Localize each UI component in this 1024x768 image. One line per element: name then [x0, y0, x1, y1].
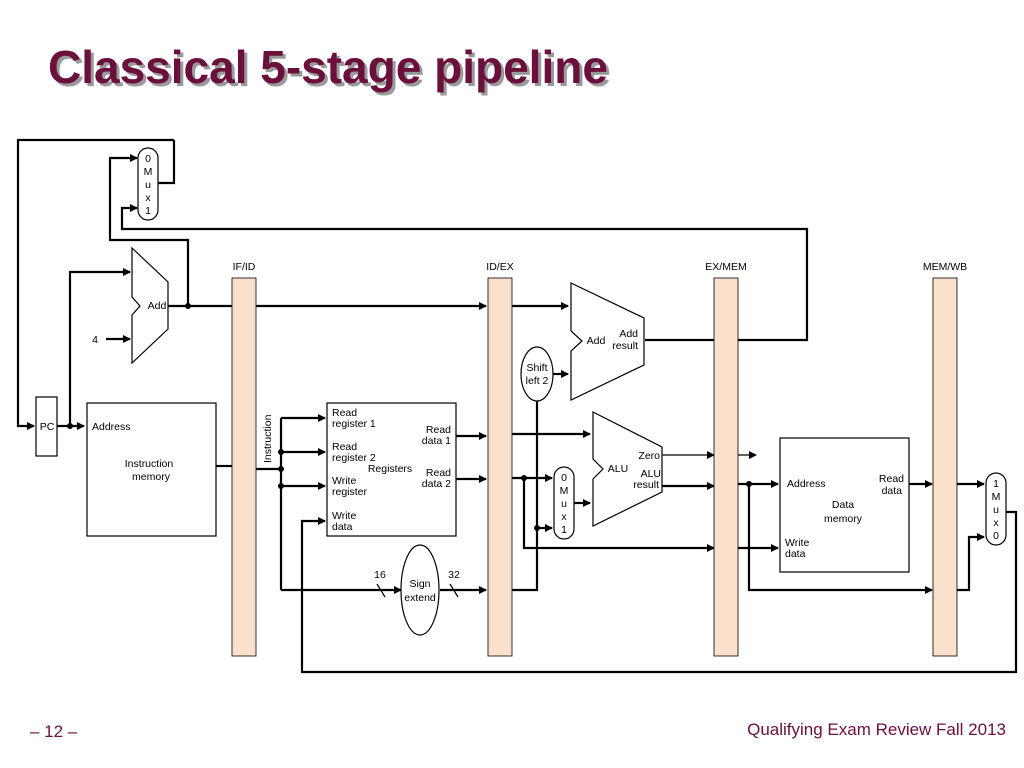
instruction-memory: Address Instruction memory [86, 402, 217, 537]
svg-text:Add: Add [619, 328, 638, 340]
svg-text:ALU: ALU [641, 468, 661, 480]
svg-text:Read: Read [332, 407, 357, 419]
svg-text:register 1: register 1 [332, 418, 376, 430]
svg-text:Instruction: Instruction [125, 458, 174, 470]
svg-text:Read: Read [426, 467, 451, 479]
writeback-mux: 1 M u x 0 [985, 472, 1007, 546]
page-number: – 12 – [30, 722, 78, 741]
svg-text:register 2: register 2 [332, 452, 376, 464]
svg-text:Shift: Shift [526, 362, 547, 374]
svg-text:Sign: Sign [409, 578, 430, 590]
input-width-label: 16 [374, 569, 386, 581]
alu-mux: 0 M u x 1 [553, 466, 575, 540]
pipeline-register-if-id: IF/ID [231, 261, 257, 657]
svg-text:0: 0 [145, 153, 151, 165]
svg-text:Read: Read [426, 424, 451, 436]
output-width-label: 32 [448, 569, 460, 581]
svg-text:Write: Write [332, 510, 356, 522]
svg-text:u: u [145, 179, 151, 191]
svg-text:Write: Write [785, 537, 809, 549]
svg-text:result: result [633, 479, 659, 491]
pipeline-register-label: EX/MEM [705, 261, 746, 273]
branch-adder: Add Add result [570, 282, 645, 401]
sign-extend: Sign extend 16 32 [374, 544, 460, 636]
data-memory: Address Write data Read data Data memory [779, 437, 910, 573]
svg-text:data: data [332, 521, 353, 533]
svg-text:result: result [612, 340, 638, 352]
svg-text:Address: Address [787, 478, 826, 490]
instruction-label: Instruction [262, 414, 274, 463]
pipeline-register-label: MEM/WB [923, 261, 967, 273]
svg-text:PC: PC [40, 421, 55, 433]
svg-text:x: x [145, 192, 151, 204]
svg-text:Add: Add [587, 335, 606, 347]
svg-text:data: data [785, 548, 806, 560]
pipeline-register-id-ex: ID/EX [486, 261, 514, 657]
register-file: Read register 1 Read register 2 Write re… [326, 402, 457, 537]
constant-four: 4 [92, 334, 98, 346]
wires [16, 138, 1018, 674]
pipeline-register-label: IF/ID [233, 261, 256, 273]
svg-text:extend: extend [404, 592, 436, 604]
svg-text:data 2: data 2 [422, 478, 451, 490]
shift-left-2: Shift left 2 [520, 346, 554, 402]
svg-text:Add: Add [148, 300, 167, 312]
junction-dots [67, 303, 752, 531]
program-counter: PC [35, 396, 58, 457]
svg-text:1: 1 [145, 205, 151, 217]
svg-text:0: 0 [561, 472, 567, 484]
alu: ALU Zero ALU result [592, 411, 663, 527]
svg-text:x: x [993, 517, 999, 529]
pipeline-register-ex-mem: EX/MEM [705, 261, 747, 657]
pc-mux: 0 M u x 1 [137, 147, 159, 221]
svg-text:Read: Read [332, 441, 357, 453]
svg-text:Registers: Registers [368, 463, 412, 475]
svg-text:M: M [144, 166, 153, 178]
svg-text:M: M [992, 491, 1001, 503]
footer-text: Qualifying Exam Review Fall 2013 [747, 720, 1006, 739]
svg-text:1: 1 [561, 524, 567, 536]
svg-text:left 2: left 2 [526, 375, 549, 387]
svg-text:data: data [882, 485, 903, 497]
svg-text:x: x [561, 511, 567, 523]
svg-text:Zero: Zero [638, 450, 660, 462]
svg-text:u: u [561, 498, 567, 510]
svg-text:Write: Write [332, 475, 356, 487]
svg-text:Data: Data [832, 499, 854, 511]
svg-text:data 1: data 1 [422, 435, 451, 447]
svg-text:0: 0 [993, 530, 999, 542]
svg-text:memory: memory [132, 471, 171, 483]
svg-text:ALU: ALU [608, 463, 628, 475]
pc-adder: Add [131, 246, 169, 365]
slide-title: Classical 5-stage pipeline [48, 41, 608, 93]
pipeline-register-mem-wb: MEM/WB [923, 261, 967, 657]
svg-text:Address: Address [92, 421, 131, 433]
svg-text:register: register [332, 486, 368, 498]
svg-text:memory: memory [824, 513, 863, 525]
pipeline-register-label: ID/EX [486, 261, 513, 273]
svg-text:M: M [560, 485, 569, 497]
svg-text:Read: Read [879, 473, 904, 485]
svg-text:1: 1 [993, 478, 999, 490]
svg-text:u: u [993, 504, 999, 516]
